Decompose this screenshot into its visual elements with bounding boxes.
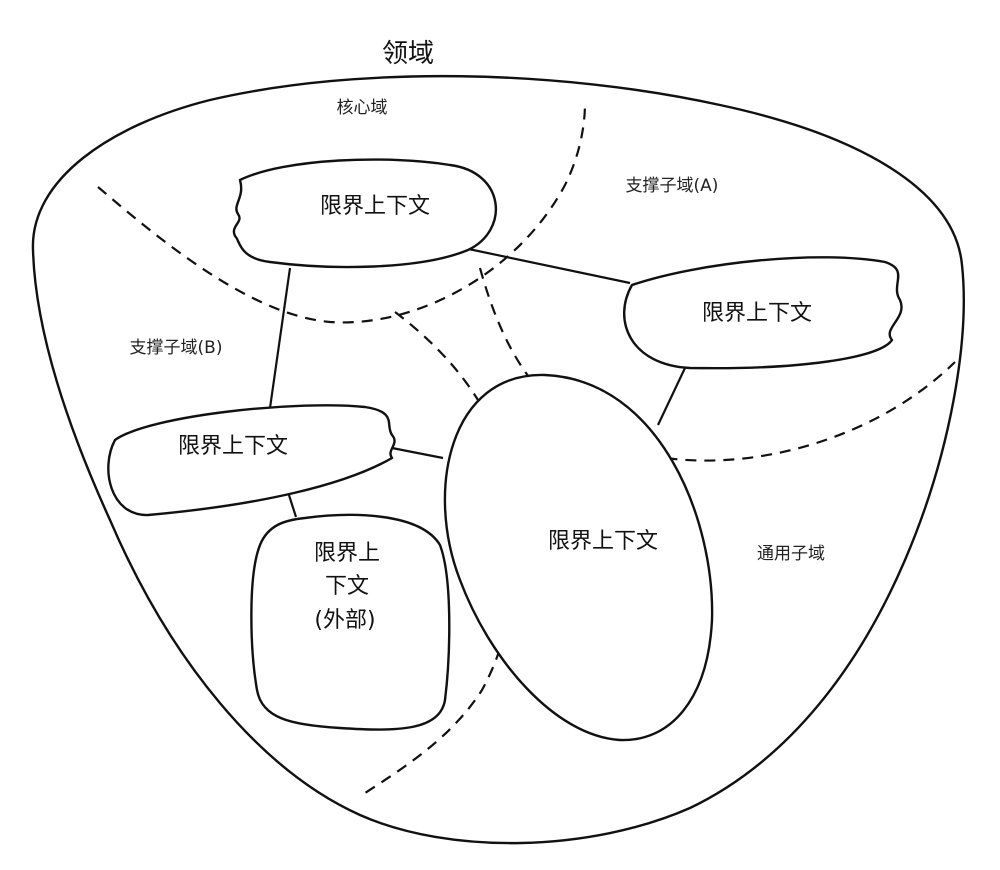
bounded-context-external-label-line3: (外部) bbox=[314, 608, 375, 633]
domain-title: 领域 bbox=[382, 39, 434, 69]
link-left-center bbox=[391, 446, 444, 460]
link-top-left bbox=[268, 267, 292, 409]
bounded-context-top[interactable] bbox=[232, 158, 498, 269]
core-subdomain-label: 核心域 bbox=[337, 98, 388, 118]
link-top-right bbox=[439, 241, 631, 285]
link-left-external bbox=[286, 491, 298, 518]
bounded-context-right-label: 限界上下文 bbox=[702, 301, 812, 326]
bounded-context-top-label: 限界上下文 bbox=[320, 194, 430, 219]
bounded-context-external-label-line1: 限界上 bbox=[314, 541, 380, 566]
bounded-context-left[interactable] bbox=[107, 404, 396, 517]
support-b-subdomain-label: 支撑子域(B) bbox=[130, 338, 223, 358]
bounded-context-left-label: 限界上下文 bbox=[178, 434, 288, 459]
bounded-context-center-label: 限界上下文 bbox=[548, 529, 658, 554]
support-a-subdomain-label: 支撑子域(A) bbox=[626, 176, 719, 196]
bounded-context-external-label-line2: 下文 bbox=[325, 574, 369, 599]
bounded-context-right[interactable] bbox=[623, 256, 903, 370]
generic-subdomain-label: 通用子域 bbox=[757, 544, 825, 564]
link-right-center bbox=[657, 367, 686, 426]
bounded-context-external[interactable] bbox=[250, 513, 451, 731]
core-subdomain-boundary bbox=[97, 102, 587, 324]
bounded-context-center[interactable] bbox=[443, 373, 714, 742]
